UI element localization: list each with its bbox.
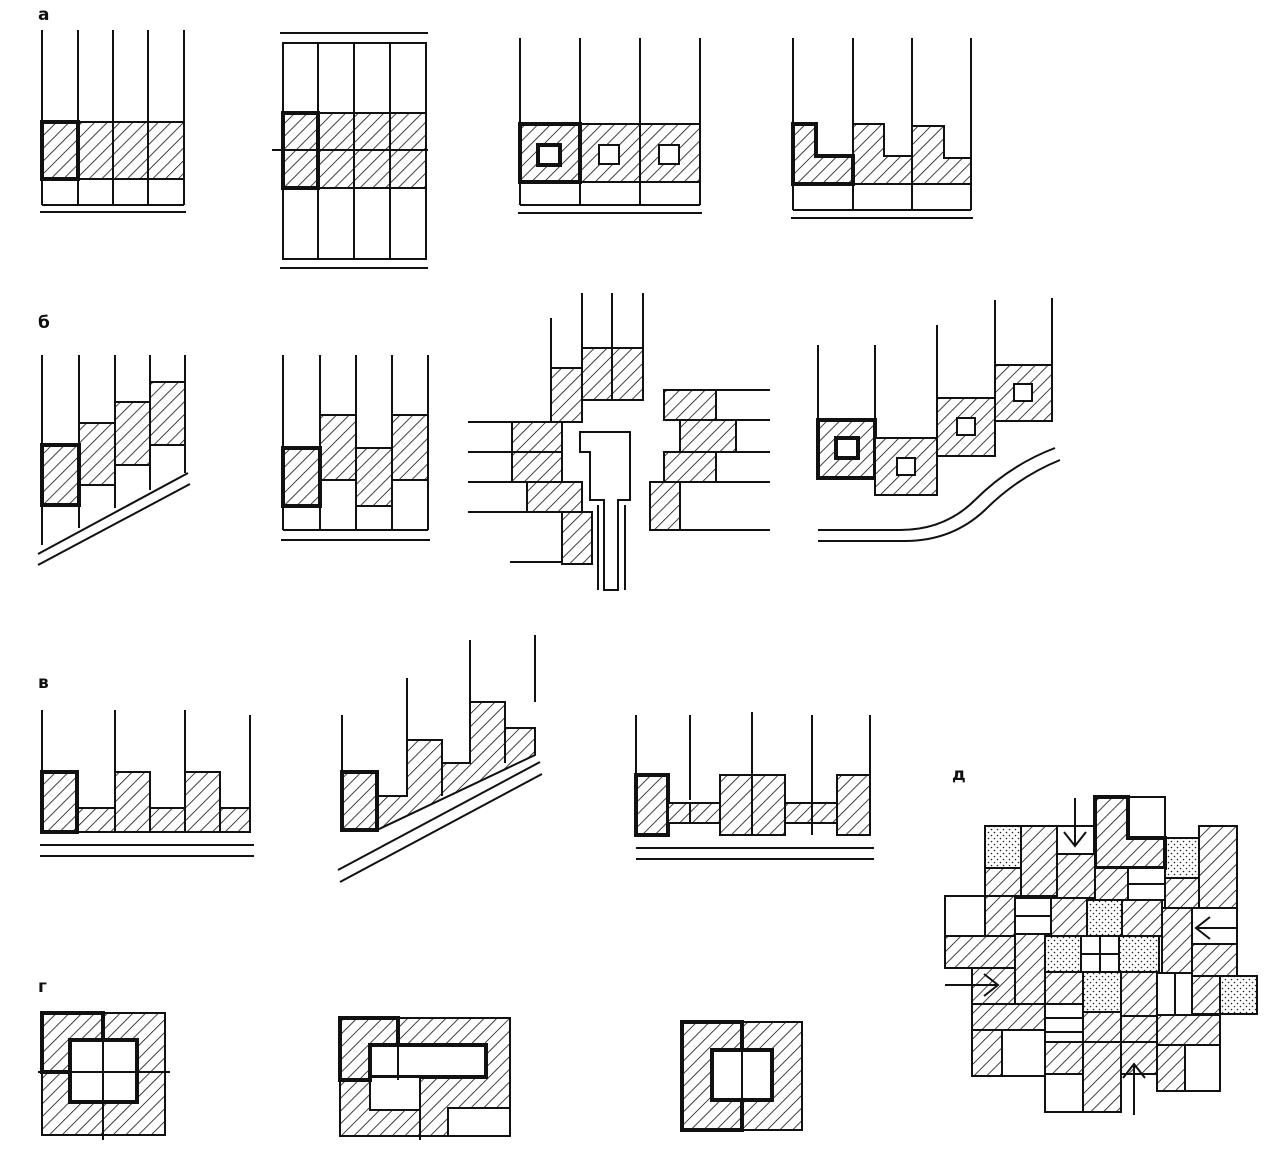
group-g1: [38, 1011, 170, 1140]
group-g3: [680, 1020, 803, 1132]
group-b3: [468, 293, 770, 591]
label-a: а: [38, 5, 49, 25]
group-g2: [338, 1016, 511, 1140]
label-v: в: [38, 673, 49, 693]
group-v2: [337, 635, 543, 883]
label-d: д: [952, 765, 966, 785]
group-a1: [40, 30, 186, 213]
label-g: г: [38, 977, 47, 997]
group-a4: [791, 38, 973, 219]
group-v1: [40, 710, 254, 857]
group-b2: [281, 355, 430, 541]
group-a3: [518, 38, 702, 214]
group-v3: [634, 712, 874, 860]
label-b: б: [38, 313, 50, 333]
group-a2: [272, 32, 428, 269]
group-b1: [37, 355, 191, 566]
group-b4: [816, 298, 1061, 542]
group-d: [944, 795, 1258, 1115]
